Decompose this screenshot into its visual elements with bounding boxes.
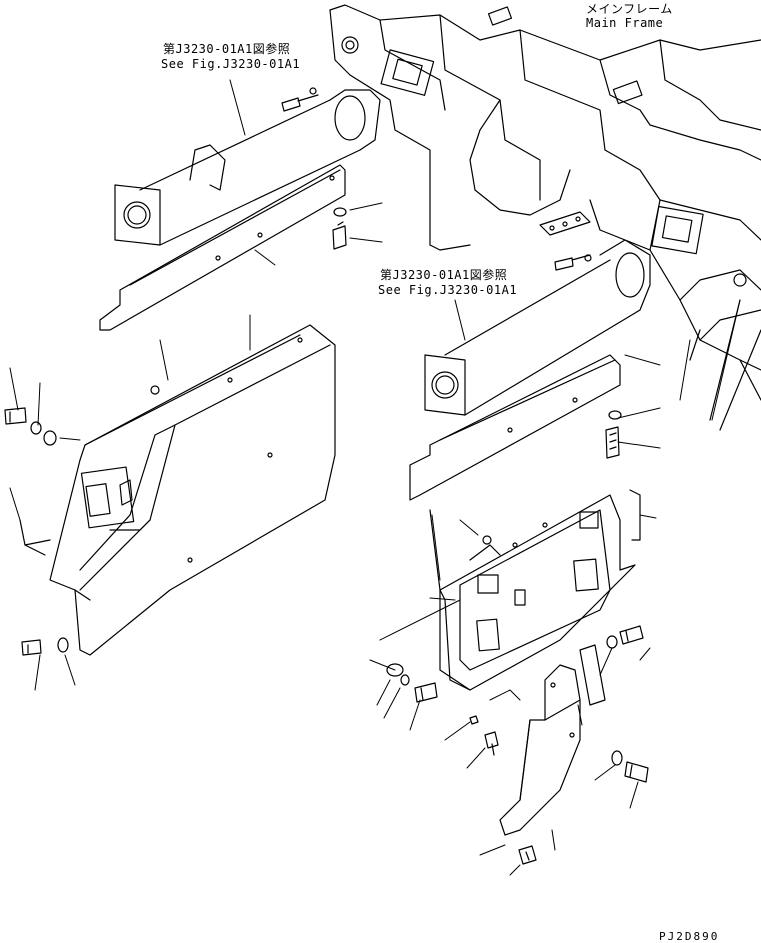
reference-note-lower-jp: 第J3230-01A1図参照 xyxy=(380,268,508,282)
bottom-cover xyxy=(500,645,605,835)
right-fasteners xyxy=(387,626,648,864)
main-frame-label-en: Main Frame xyxy=(586,16,664,30)
reference-note-lower-en: See Fig.J3230-01A1 xyxy=(378,283,518,297)
main-frame xyxy=(330,5,761,430)
reference-note-upper-en: See Fig.J3230-01A1 xyxy=(161,57,301,71)
leader-lines xyxy=(10,80,740,875)
reference-note-upper-jp: 第J3230-01A1図参照 xyxy=(163,42,291,56)
lower-tube xyxy=(425,240,650,415)
upper-tube xyxy=(115,88,380,245)
right-cover-panel xyxy=(430,490,640,690)
left-fasteners xyxy=(5,408,68,655)
upper-bracket xyxy=(100,165,346,330)
left-cover-panel xyxy=(20,325,335,655)
lower-bracket xyxy=(410,355,621,500)
drawing-code: PJ2D890 xyxy=(659,930,720,943)
main-frame-label-jp: メインフレーム xyxy=(586,2,673,16)
